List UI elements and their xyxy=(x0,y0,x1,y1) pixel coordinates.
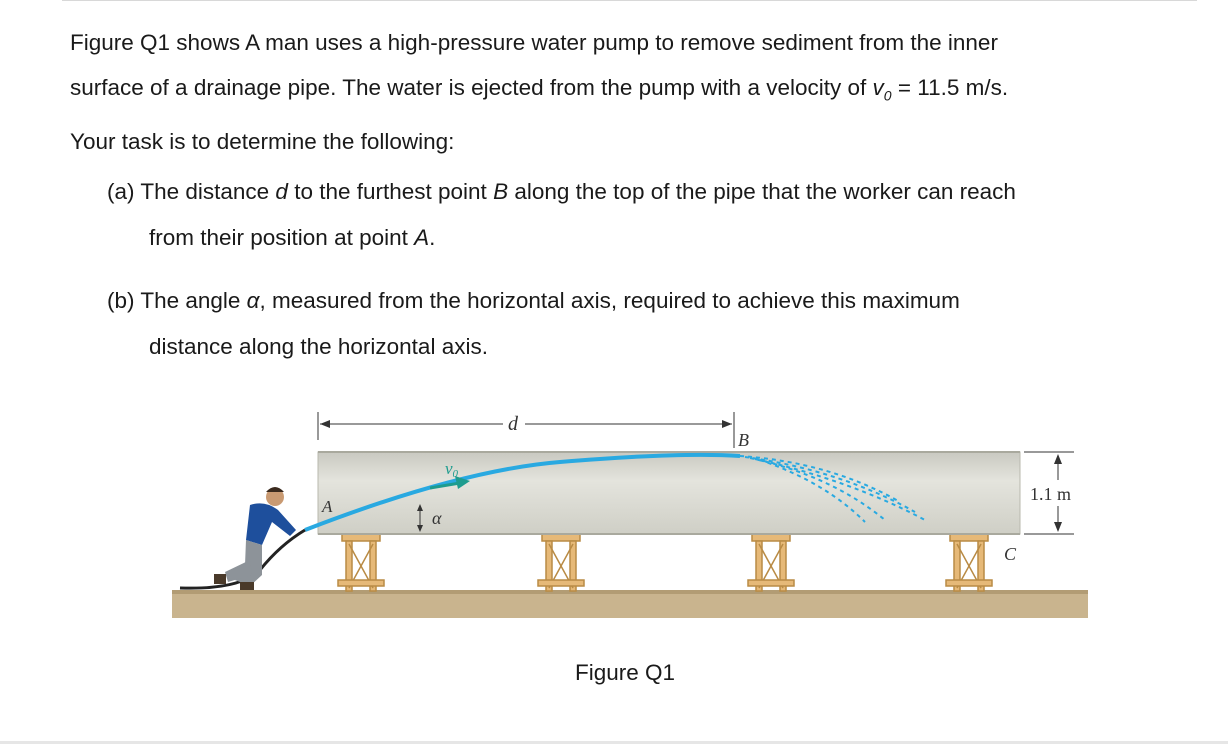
label-v0: v0 xyxy=(445,459,459,480)
intro-line-3: Your task is to determine the following: xyxy=(70,128,455,154)
label-c: C xyxy=(1004,544,1017,564)
drainage-pipe xyxy=(317,451,1021,535)
part-b-line-2: distance along the horizontal axis. xyxy=(149,334,488,359)
water-jet xyxy=(304,452,741,532)
alpha-arrow-up xyxy=(417,504,423,511)
part-a-line-1: (a) The distance d to the furthest point… xyxy=(107,179,1016,204)
top-divider xyxy=(62,0,1197,1)
dimension-d xyxy=(317,412,735,448)
alpha-arrow-down xyxy=(417,525,423,532)
stand-2 xyxy=(537,532,585,592)
ground xyxy=(172,590,1088,618)
dim-d-arrow-right xyxy=(722,420,732,428)
label-a: A xyxy=(321,497,333,516)
label-d: d xyxy=(508,413,519,435)
ground-edge xyxy=(172,590,1088,594)
velocity-subscript: 0 xyxy=(883,87,892,104)
part-b-line-1: (b) The angle α, measured from the horiz… xyxy=(107,288,960,313)
part-b: (b) The angle α, measured from the horiz… xyxy=(107,278,1207,370)
stand-1 xyxy=(337,532,385,592)
label-b: B xyxy=(738,430,749,450)
dim-h-arrow-up xyxy=(1054,454,1062,464)
part-a-line-2: from their position at point A. xyxy=(149,225,436,250)
stand-4 xyxy=(945,532,993,592)
intro-line-1: Figure Q1 shows A man uses a high-pressu… xyxy=(70,30,998,55)
part-a: (a) The distance d to the furthest point… xyxy=(107,169,1207,261)
worker xyxy=(214,487,296,590)
water-spray xyxy=(739,455,926,523)
stand-3 xyxy=(747,532,795,592)
intro-line-2: surface of a drainage pipe. The water is… xyxy=(70,75,1009,104)
bottom-divider xyxy=(0,741,1228,744)
velocity-arrow-shaft xyxy=(429,481,461,490)
dim-h-arrow-down xyxy=(1054,522,1062,532)
label-height: 1.1 m xyxy=(1030,484,1071,504)
figure-caption: Figure Q1 xyxy=(575,660,676,685)
pipe-stands xyxy=(337,532,993,592)
velocity-arrow-head xyxy=(455,476,470,489)
velocity-symbol: v xyxy=(872,75,884,100)
problem-intro: Figure Q1 shows A man uses a high-pressu… xyxy=(70,20,1190,164)
label-alpha: α xyxy=(432,508,442,528)
velocity-value: = 11.5 m/s. xyxy=(891,75,1009,100)
dim-d-arrow-left xyxy=(320,420,330,428)
